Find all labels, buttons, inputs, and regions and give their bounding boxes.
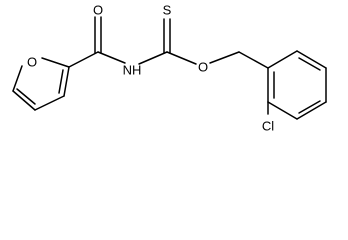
bonds [12,16,327,120]
bond-ring-inner-3 [298,57,321,71]
bond-furan-carbonyl [68,51,99,68]
atom-label-amide-nh: NH [123,62,142,77]
bond-ch2-ring [238,51,269,69]
bond-nh-thiocarbon [138,51,168,65]
atom-labels: O O NH S O Cl [27,2,274,133]
bond-furan-c3-c4 [34,95,65,111]
bond-furan-c4-c5 [63,66,70,97]
bond-furan-c5-o [41,57,70,68]
atom-label-carbonyl-o: O [93,2,103,17]
bond-ring-c5-c6 [296,50,327,69]
atom-label-furan-o: O [27,54,37,69]
bond-ring-c2-c3 [267,101,298,120]
bond-furan-c2-c3-inner [16,88,36,105]
bond-furan-c2-c3 [12,90,36,111]
molecule-diagram: O O NH S O Cl [12,2,327,133]
bond-ring-c3-c4 [296,101,327,120]
bond-ring-inner-2 [298,100,321,114]
bond-thiocarbon-ester-o [166,51,197,65]
bond-carbonyl-nh [97,51,126,64]
atom-label-chloro: Cl [262,118,274,133]
bond-ester-o-ch2 [209,51,240,64]
atom-label-ester-o: O [198,59,208,74]
atom-label-thione-s: S [163,2,172,17]
bond-furan-o-c2 [12,65,23,92]
bond-ring-c6-c1 [267,50,298,69]
bond-furan-c4-c5-inner [58,69,64,94]
